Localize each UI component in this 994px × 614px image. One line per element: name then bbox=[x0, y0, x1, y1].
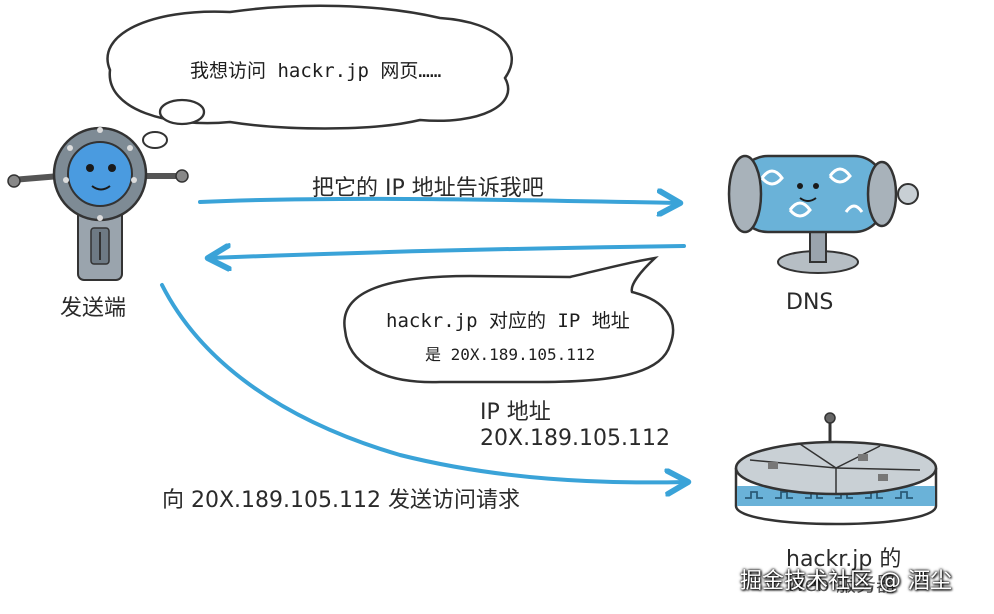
reply-bubble bbox=[343, 256, 675, 384]
watermark: 掘金技术社区 @ 酒尘 bbox=[740, 569, 952, 594]
ip-note-value: 20X.189.105.112 bbox=[480, 426, 671, 451]
web-server-label-line2: Web 服务器 bbox=[786, 572, 896, 596]
response-arrow bbox=[210, 246, 686, 258]
dns-label: DNS bbox=[786, 290, 834, 315]
access-arrow-label: 向 20X.189.105.112 发送访问请求 bbox=[162, 488, 521, 513]
reply-bubble-line2: 是 20X.189.105.112 bbox=[425, 345, 596, 364]
web-server-icon bbox=[734, 412, 938, 526]
dns-server-icon bbox=[727, 154, 919, 274]
thought-bubble bbox=[106, 4, 513, 149]
request-arrow-label: 把它的 IP 地址告诉我吧 bbox=[312, 176, 544, 201]
sender-label: 发送端 bbox=[60, 296, 127, 321]
thought-bubble-text: 我想访问 hackr.jp 网页…… bbox=[190, 60, 442, 82]
access-arrow bbox=[160, 283, 686, 482]
ip-note-title: IP 地址 bbox=[480, 400, 551, 425]
request-arrow bbox=[198, 199, 678, 203]
reply-bubble-line1: hackr.jp 对应的 IP 地址 bbox=[386, 310, 630, 332]
sender-robot-icon bbox=[7, 126, 189, 281]
web-server-label-line1: hackr.jp 的 bbox=[786, 547, 902, 572]
